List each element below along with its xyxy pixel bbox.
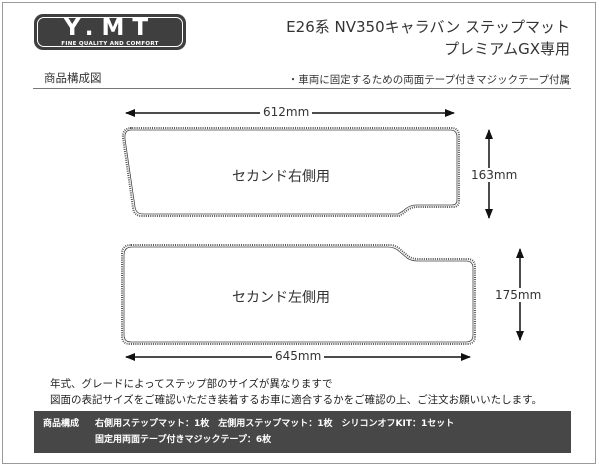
product-subtitle: プレミアムGX専用: [444, 40, 570, 58]
right-mat-outline: [121, 127, 460, 217]
contents-label: 商品構成: [43, 419, 80, 429]
accessory-note: ・車両に固定するための両面テープ付きマジックテープ付属: [287, 74, 570, 86]
left-width-label: 645mm: [272, 349, 325, 363]
note-line-2: 図面の表記サイズをご確認いただき装着するお車に適合するかをご確認の上、ご注文お願…: [50, 394, 543, 406]
contents-row-2: 固定用両面テープ付きマジックテープ：6枚: [43, 432, 562, 448]
brand-logo: Y.MT FINE QUALITY AND COMFORT: [34, 14, 186, 50]
product-title: E26系 NV350キャラバン ステップマット: [286, 18, 570, 36]
left-mat-outline: [121, 244, 476, 345]
right-width-label: 612mm: [260, 105, 313, 119]
logo-tagline: FINE QUALITY AND COMFORT: [61, 41, 159, 47]
contents-line-1: 右側用ステップマット：1枚 左側用ステップマット：1枚 シリコンオフKIT：1セ…: [95, 419, 455, 429]
left-mat-label: セカンド左側用: [232, 290, 330, 306]
logo-border: [37, 17, 183, 47]
logo-text: Y.MT: [63, 15, 157, 41]
header-divider: [33, 88, 571, 89]
product-contents-box: 商品構成 右側用ステップマット：1枚 左側用ステップマット：1枚 シリコンオフKI…: [34, 411, 571, 453]
right-height-label: 163mm: [468, 168, 521, 182]
fitment-notes: 年式、グレードによってステップ部のサイズが異なりますで 図面の表記サイズをご確認…: [50, 376, 542, 408]
contents-line-2: 固定用両面テープ付きマジックテープ：6枚: [95, 435, 272, 445]
note-line-1: 年式、グレードによってステップ部のサイズが異なりますで: [50, 378, 333, 390]
section-label: 商品構成図: [44, 71, 102, 85]
contents-row-1: 商品構成 右側用ステップマット：1枚 左側用ステップマット：1枚 シリコンオフKI…: [43, 416, 562, 432]
page-frame: [2, 2, 596, 464]
right-mat-label: セカンド右側用: [232, 169, 330, 185]
left-height-label: 175mm: [492, 288, 545, 302]
